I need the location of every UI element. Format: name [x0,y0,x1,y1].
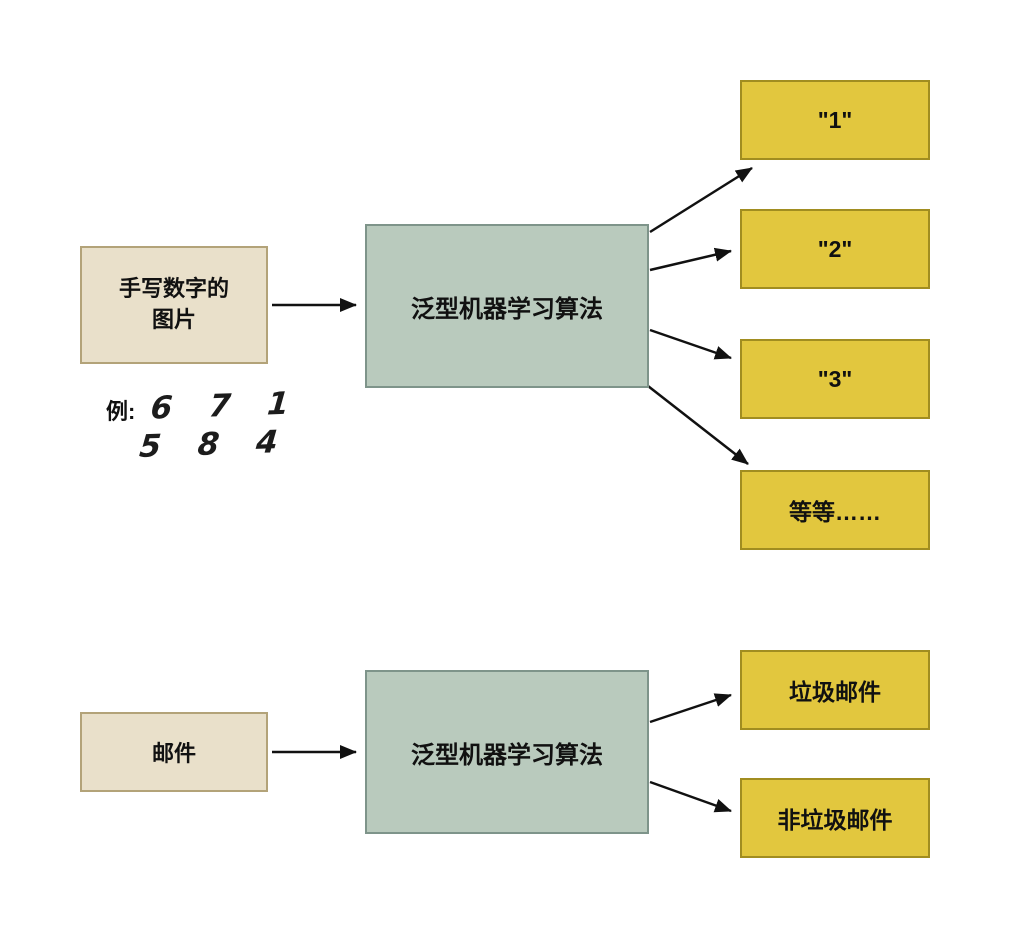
output-label: "1" [817,106,853,133]
output-box-digit-3: "3" [740,339,930,419]
process-box-label: 泛型机器学习算法 [411,295,603,323]
output-box-etc: 等等…… [740,470,930,550]
arrow-d1-process-to-out4 [647,385,749,465]
arrow-d1-process-to-out1 [649,166,753,234]
output-label: "3" [817,365,853,392]
input-box-handwritten-digits: 手写数字的图片 [80,246,268,364]
input-box-email: 邮件 [80,712,268,792]
handwritten-digits-row2: 5 8 4 [138,423,293,465]
handwritten-digits: 6 7 1 5 8 4 [138,385,304,466]
input-box-label: 邮件 [151,741,196,766]
output-label: "2" [817,235,853,262]
output-box-spam: 垃圾邮件 [740,650,930,730]
output-box-digit-2: "2" [740,209,930,289]
process-box-label: 泛型机器学习算法 [411,741,603,769]
output-label: 垃圾邮件 [789,679,881,705]
arrow-d1-process-to-out3 [649,328,732,360]
arrow-d1-process-to-out2 [649,247,732,272]
output-label: 非垃圾邮件 [777,807,893,833]
output-box-digit-1: "1" [740,80,930,160]
handwritten-example: 例: 6 7 1 5 8 4 [106,385,304,466]
arrow-d2-process-to-out1 [649,693,732,724]
handwritten-digits-row1: 6 7 1 [149,385,304,427]
input-box-label: 手写数字的图片 [118,276,229,332]
process-box-ml-algorithm-1: 泛型机器学习算法 [365,224,649,388]
output-label: 等等…… [789,499,881,525]
process-box-ml-algorithm-2: 泛型机器学习算法 [365,670,649,834]
arrow-d2-process-to-out2 [649,780,732,813]
example-label: 例: [106,399,136,424]
output-box-not-spam: 非垃圾邮件 [740,778,930,858]
